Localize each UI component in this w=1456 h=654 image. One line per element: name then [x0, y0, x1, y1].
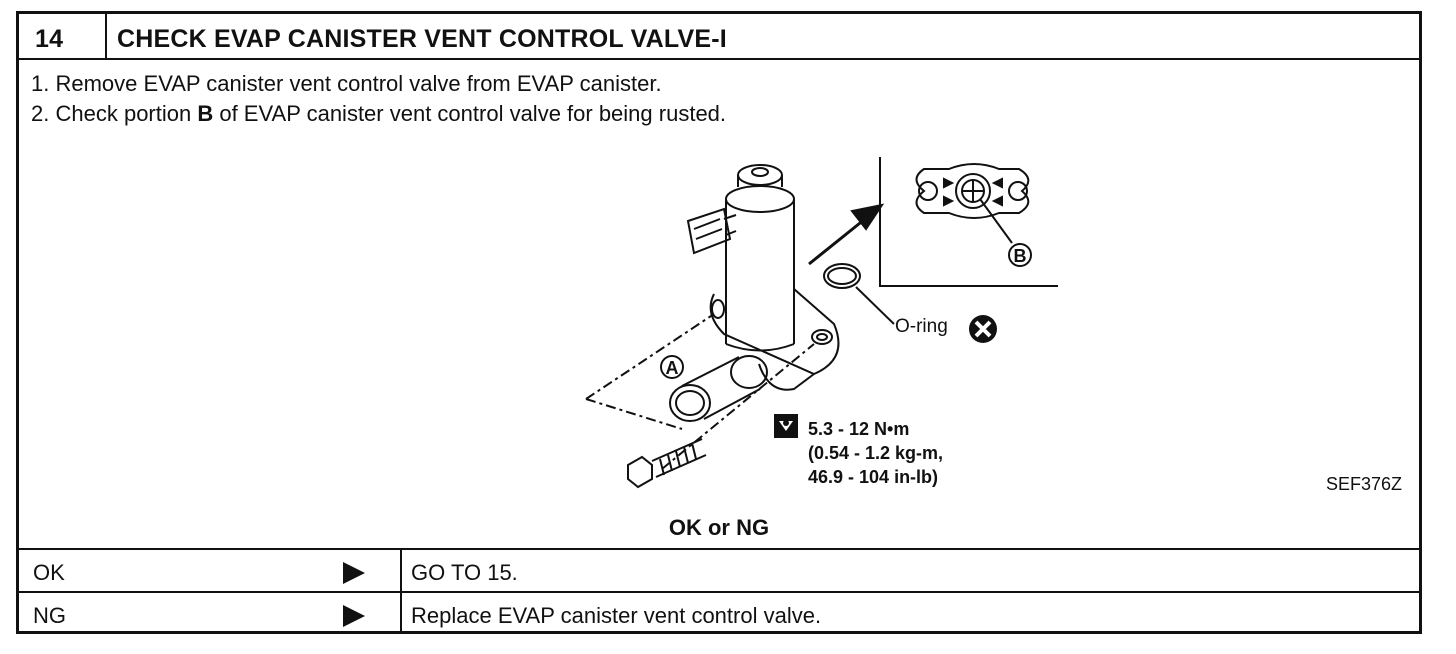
torque-wrench-icon: [774, 414, 798, 438]
leader-arrow: [808, 203, 885, 266]
instruction-2: 2. Check portion B of EVAP canister vent…: [31, 101, 726, 127]
guide-lines: [585, 313, 815, 470]
results-mid-rule: [19, 591, 1419, 593]
sleeve-a: [669, 355, 768, 422]
results-divider: [400, 548, 402, 634]
instruction-1-number: 1.: [31, 71, 50, 96]
o-ring-inner: [827, 267, 857, 285]
result-ng-condition: NG: [33, 603, 66, 628]
arrow-right-icon: [343, 562, 365, 584]
valve-body: [686, 164, 840, 391]
o-ring-leader: [855, 286, 895, 325]
callout-b-circle: [1008, 243, 1032, 267]
callout-b-label: B: [1014, 246, 1027, 266]
decision-label: OK or NG: [668, 515, 770, 540]
inset-frame: [879, 157, 1058, 287]
instruction-1: 1. Remove EVAP canister vent control val…: [31, 71, 662, 97]
evap-vent-valve-illustration: A B O-ring 5.3 - 12 N•m (0.54 - 1.2 kg-m…: [585, 157, 1058, 489]
instruction-2-text-post: of EVAP canister vent control valve for …: [213, 101, 727, 126]
result-ok-condition: OK: [33, 560, 65, 585]
o-ring: [823, 263, 861, 289]
instruction-2-text-pre: Check portion: [55, 101, 198, 126]
o-ring-label: O-ring: [895, 316, 948, 337]
results-top-rule: [19, 548, 1419, 550]
diagnostic-step-table: 14 CHECK EVAP CANISTER VENT CONTROL VALV…: [16, 11, 1422, 634]
step-number: 14: [35, 25, 64, 53]
result-ok-action: GO TO 15.: [411, 560, 518, 585]
instruction-1-text: Remove EVAP canister vent control valve …: [55, 71, 662, 96]
header-bottom-rule: [19, 58, 1419, 60]
figure-code: SEF376Z: [1326, 474, 1403, 494]
instruction-2-number: 2.: [31, 101, 50, 126]
gasket-detail: [915, 163, 1030, 244]
step-title: CHECK EVAP CANISTER VENT CONTROL VALVE-I: [117, 25, 727, 53]
callout-a-label: A: [666, 358, 679, 378]
torque-spec-nm: 5.3 - 12 N•m: [808, 419, 909, 439]
callout-a-circle: [660, 355, 684, 379]
mounting-bolt: [627, 438, 707, 489]
torque-spec-inlb: 46.9 - 104 in-lb): [808, 467, 938, 487]
torque-spec-kgm: (0.54 - 1.2 kg-m,: [808, 443, 943, 463]
portion-b-label: B: [197, 101, 214, 126]
result-ng-action: Replace EVAP canister vent control valve…: [411, 603, 822, 628]
header-divider: [105, 14, 107, 58]
do-not-reuse-x: [974, 320, 992, 338]
arrow-right-icon: [343, 605, 365, 627]
